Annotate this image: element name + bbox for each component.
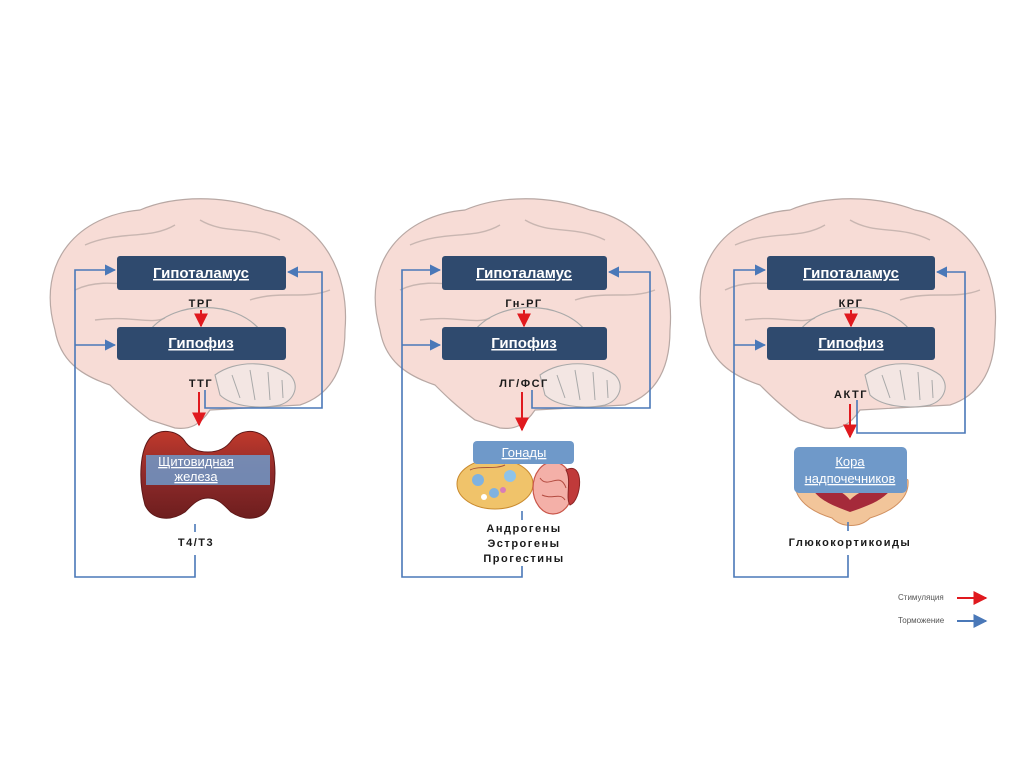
tropic-hormone-label: ЛГ/ФСГ	[499, 378, 549, 390]
releasing-hormone-label: Гн-РГ	[505, 298, 542, 310]
hypothalamus-box	[767, 256, 935, 290]
hypothalamus-box	[117, 256, 286, 290]
brain-illustration	[49, 198, 347, 430]
target-organ-label-line-2: железа	[174, 469, 218, 484]
releasing-hormone-label: ТРГ	[189, 298, 214, 310]
target-organ-label-line-2: надпочечников	[805, 471, 896, 486]
hypothalamus-box	[442, 256, 607, 290]
hypothalamus-label: Гипоталамус	[803, 265, 899, 282]
hypothalamus-label: Гипоталамус	[153, 265, 249, 282]
legend-inhibition-label: Торможение	[898, 616, 945, 625]
target-organ-label-line-1: Гонады	[502, 445, 547, 460]
axis-panel-adrenal: Гипоталамус КРГ Гипофиз АКТГ Кора надпоч…	[699, 198, 997, 578]
target-organ-label-line-1: Кора	[835, 454, 865, 469]
pituitary-label: Гипофиз	[168, 335, 233, 352]
axis-panel-thyroid: Гипоталамус ТРГ Гипофиз ТТГ Щитовидная ж…	[49, 198, 347, 578]
target-organ-label-line-1: Щитовидная	[158, 454, 234, 469]
output-hormone-label: Т4/Т3	[178, 537, 214, 549]
legend-stimulation-label: Стимуляция	[898, 593, 944, 602]
releasing-hormone-label: КРГ	[839, 298, 864, 310]
legend: Стимуляция Торможение	[898, 591, 988, 628]
thyroid-gland-icon	[140, 431, 276, 519]
output-hormone-label-line-3: Прогестины	[483, 553, 564, 565]
pituitary-label: Гипофиз	[491, 335, 556, 352]
tropic-hormone-label: АКТГ	[834, 389, 868, 401]
gonads-icon	[456, 441, 581, 515]
feedback-lines	[733, 264, 966, 578]
pituitary-box	[117, 327, 286, 360]
output-hormone-label: Глюкокортикоиды	[789, 537, 912, 549]
tropic-hormone-label: ТТГ	[189, 378, 213, 390]
hypothalamus-label: Гипоталамус	[476, 265, 572, 282]
output-hormone-label-line-2: Эстрогены	[487, 538, 560, 550]
feedback-lines	[401, 264, 651, 578]
adrenal-gland-icon	[794, 447, 909, 526]
pituitary-box	[767, 327, 935, 360]
pituitary-box	[442, 327, 607, 360]
output-hormone-label-line-1: Андрогены	[486, 523, 561, 535]
axis-panel-gonads: Гипоталамус Гн-РГ Гипофиз ЛГ/ФСГ Гонады …	[374, 198, 672, 578]
pituitary-label: Гипофиз	[818, 335, 883, 352]
feedback-lines	[74, 264, 323, 578]
